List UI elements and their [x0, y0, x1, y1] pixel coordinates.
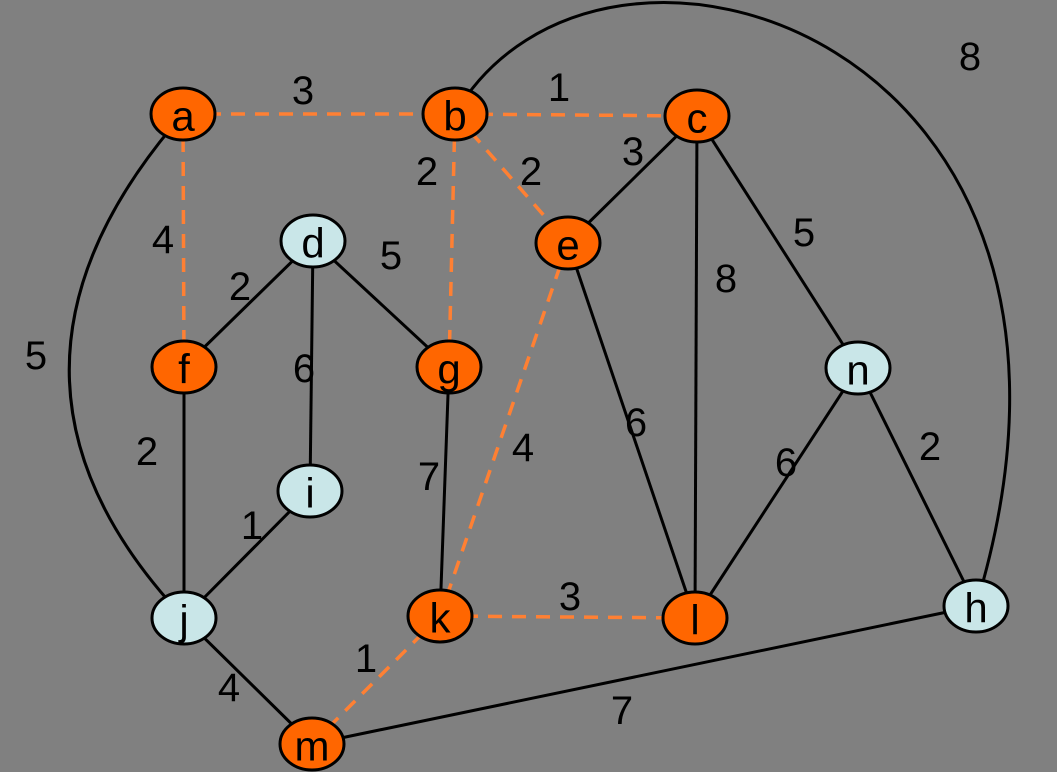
node-label-l: l: [690, 597, 699, 644]
node-ellipse-n: [824, 340, 892, 396]
node-label-b: b: [443, 93, 466, 140]
node-label-g: g: [437, 346, 460, 393]
node-ellipse-f: [150, 339, 218, 395]
edge-d-i: [308, 240, 315, 492]
node-ellipse-g: [415, 339, 483, 395]
edge-d-g: [311, 239, 451, 369]
node-label-n: n: [846, 347, 869, 394]
edge-weight-n-h: 2: [919, 425, 941, 469]
edge-b-h: [453, 1, 1012, 607]
edge-weight-e-k: 4: [512, 426, 534, 470]
node-n[interactable]: n: [824, 340, 892, 396]
edge-m-h: [311, 604, 977, 746]
edge-k-l: [439, 614, 696, 620]
edge-g-k: [438, 366, 451, 617]
edge-e-l: [566, 242, 697, 619]
node-g[interactable]: g: [415, 339, 483, 395]
node-ellipse-e: [534, 215, 602, 271]
node-ellipse-j: [150, 590, 218, 646]
node-label-d: d: [301, 220, 324, 267]
edge-c-l: [693, 115, 699, 619]
node-ellipse-k: [406, 588, 474, 644]
node-k[interactable]: k: [406, 588, 474, 644]
node-j[interactable]: j: [150, 590, 218, 646]
edge-weight-a-j: 5: [25, 334, 47, 378]
node-ellipse-b: [421, 86, 489, 142]
edge-weight-c-l: 8: [715, 257, 737, 301]
node-label-h: h: [964, 585, 987, 632]
edge-k-m: [310, 614, 442, 746]
edge-weight-j-m: 4: [218, 666, 240, 710]
node-a[interactable]: a: [149, 86, 217, 142]
node-d[interactable]: d: [279, 213, 347, 269]
edge-e-k: [438, 242, 570, 617]
edge-weight-g-k: 7: [418, 455, 440, 499]
node-b[interactable]: b: [421, 86, 489, 142]
edge-weight-b-e: 2: [520, 150, 542, 194]
node-ellipse-m: [278, 716, 346, 772]
edge-n-h: [856, 367, 978, 607]
edge-weight-k-m: 1: [355, 637, 377, 681]
edge-weight-a-f: 4: [152, 218, 174, 262]
edge-n-l: [693, 367, 860, 619]
edge-weight-i-j: 1: [241, 504, 263, 548]
node-ellipse-c: [663, 88, 731, 144]
edge-weight-c-e: 3: [622, 130, 644, 174]
edge-weight-d-g: 5: [380, 234, 402, 278]
edge-weight-k-l: 3: [559, 575, 581, 619]
edge-c-n: [695, 115, 860, 369]
node-label-k: k: [430, 595, 452, 642]
node-e[interactable]: e: [534, 215, 602, 271]
node-ellipse-h: [942, 578, 1010, 634]
node-f[interactable]: f: [150, 339, 218, 395]
node-ellipse-l: [661, 590, 729, 646]
edge-weight-m-h: 7: [611, 689, 633, 733]
node-label-a: a: [171, 93, 195, 140]
edge-weight-b-h: 8: [959, 35, 981, 79]
edge-weight-a-b: 3: [292, 69, 314, 113]
node-l[interactable]: l: [661, 590, 729, 646]
edge-weight-d-f: 2: [229, 265, 251, 309]
node-label-i: i: [305, 470, 314, 517]
edge-b-g: [447, 113, 457, 368]
node-ellipse-a: [149, 86, 217, 142]
edge-weight-b-g: 2: [416, 150, 438, 194]
edge-weight-f-j: 2: [136, 430, 158, 474]
node-label-m: m: [295, 723, 330, 770]
node-label-c: c: [687, 95, 708, 142]
node-h[interactable]: h: [942, 578, 1010, 634]
edge-weight-b-c: 1: [548, 66, 570, 110]
edge-b-c: [454, 112, 698, 118]
edge-weight-e-l: 6: [625, 401, 647, 445]
node-label-j: j: [177, 597, 188, 644]
node-i[interactable]: i: [276, 463, 344, 519]
node-label-e: e: [556, 222, 579, 269]
node-ellipse-d: [279, 213, 347, 269]
edge-weight-n-l: 6: [775, 441, 797, 485]
node-m[interactable]: m: [278, 716, 346, 772]
node-c[interactable]: c: [663, 88, 731, 144]
edge-weight-c-n: 5: [793, 211, 815, 255]
edge-a-j: [67, 113, 186, 620]
node-label-f: f: [178, 346, 190, 393]
node-ellipse-i: [276, 463, 344, 519]
edge-a-f: [181, 113, 186, 368]
edge-c-e: [566, 114, 699, 245]
edge-weight-d-i: 6: [293, 347, 315, 391]
